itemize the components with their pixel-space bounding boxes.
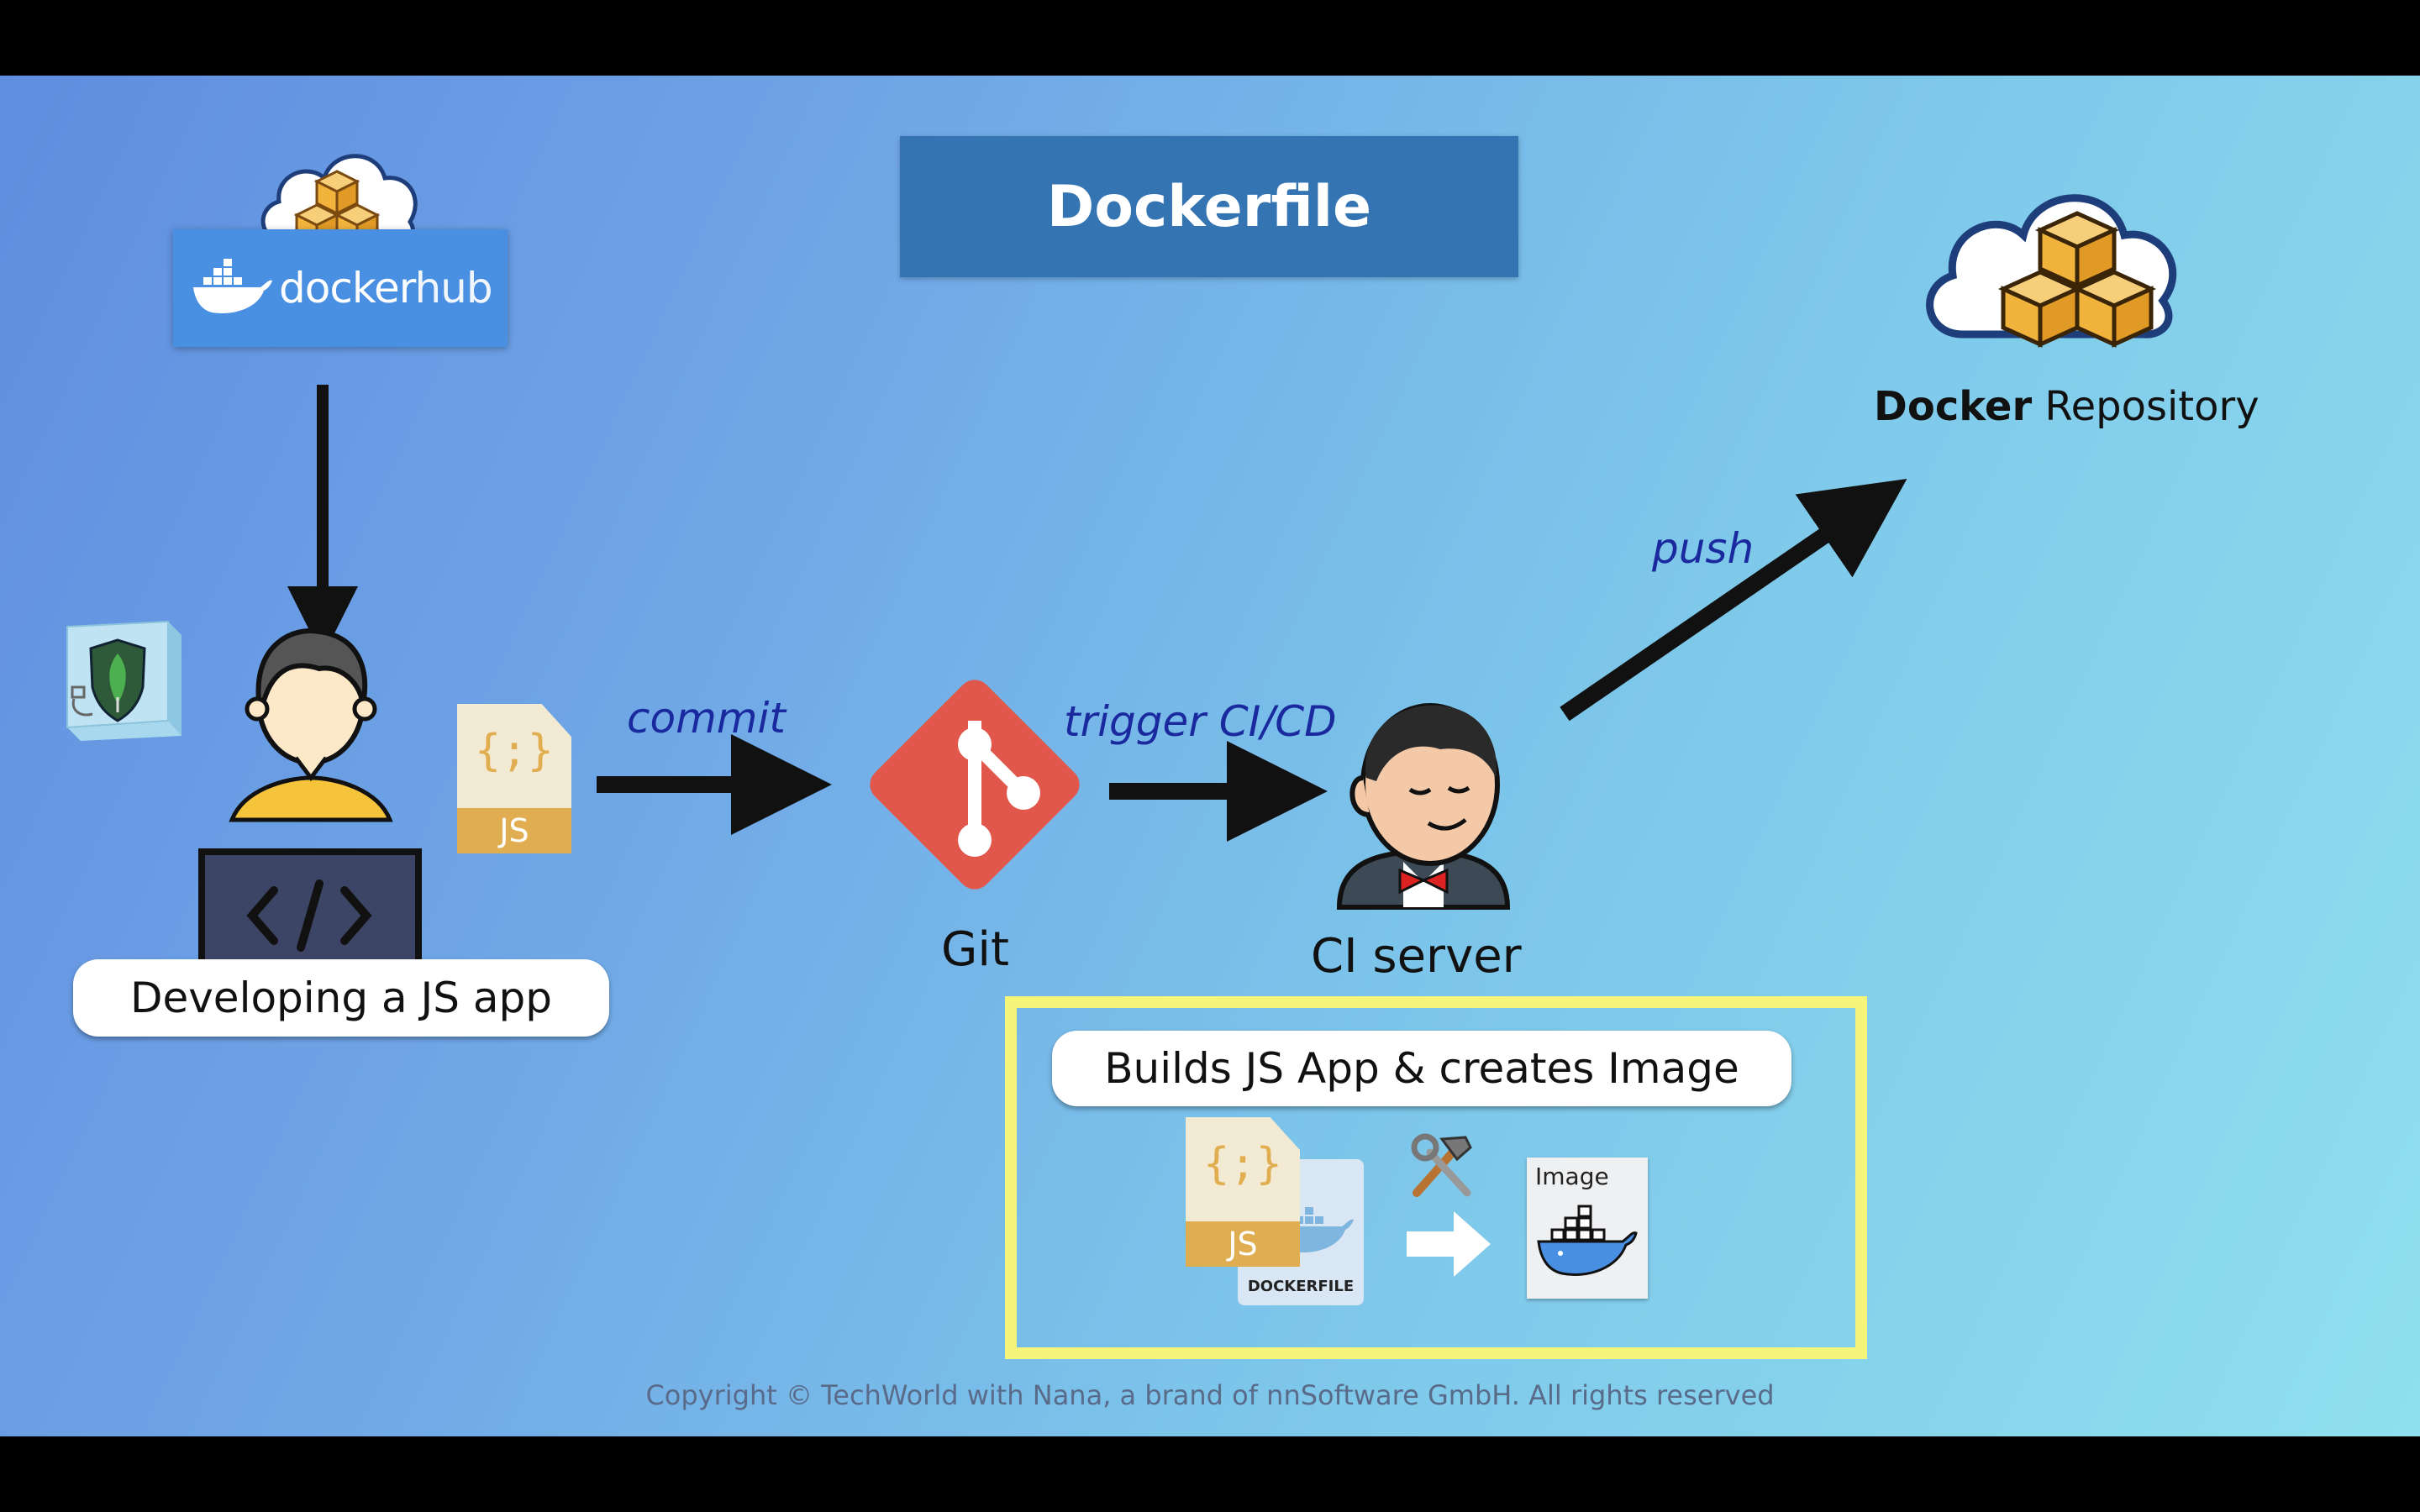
title-banner: Dockerfile	[900, 136, 1518, 277]
build-highlight-frame	[1005, 996, 1867, 1359]
image-label: Image	[1535, 1163, 1609, 1190]
docker-hub-brand: docker	[279, 264, 415, 312]
diagram-title: Dockerfile	[1046, 173, 1372, 240]
diagram-canvas: Dockerfile dockerhub	[0, 76, 2420, 1436]
connector-arrows	[287, 385, 1907, 842]
repository-cloud-icon	[1926, 194, 2177, 348]
js-file-glyph: {;}	[475, 726, 554, 776]
arrow-push	[1560, 479, 1907, 722]
repository-label-rest: Repository	[2032, 383, 2260, 430]
git-label: Git	[941, 922, 1009, 977]
build-label: Builds JS App & creates Image	[1052, 1031, 1791, 1106]
repository-label: Docker Repository	[1874, 383, 2260, 430]
copyright-footer: Copyright © TechWorld with Nana, a brand…	[645, 1379, 1775, 1411]
docker-hub-suffix: hub	[414, 264, 492, 312]
repository-label-bold: Docker	[1874, 383, 2033, 430]
build-js-file-icon: {;} JS	[1186, 1117, 1300, 1267]
push-label: push	[1652, 524, 1754, 573]
developer-icon	[193, 628, 422, 981]
developer-label: Developing a JS app	[73, 959, 609, 1037]
ci-server-label: CI server	[1311, 929, 1522, 984]
docker-hub-logo: dockerhub	[173, 229, 508, 347]
git-logo-icon	[870, 680, 1080, 890]
commit-label: commit	[627, 694, 786, 743]
mongodb-container-icon	[66, 620, 182, 741]
trigger-label: trigger CI/CD	[1064, 697, 1337, 746]
js-file-badge: JS	[457, 808, 571, 853]
docker-image-icon: Image	[1527, 1158, 1648, 1299]
dockerfile-label: DOCKERFILE	[1247, 1278, 1355, 1295]
jenkins-butler-icon	[1336, 703, 1511, 910]
build-tools-icon	[1411, 1133, 1472, 1197]
image-whale-icon	[1537, 1205, 1638, 1276]
build-js-glyph: {;}	[1203, 1139, 1282, 1189]
build-js-badge: JS	[1186, 1221, 1300, 1267]
js-file-icon: {;} JS	[457, 704, 571, 853]
docker-whale-icon	[193, 259, 272, 313]
white-arrow-icon	[1407, 1211, 1491, 1277]
